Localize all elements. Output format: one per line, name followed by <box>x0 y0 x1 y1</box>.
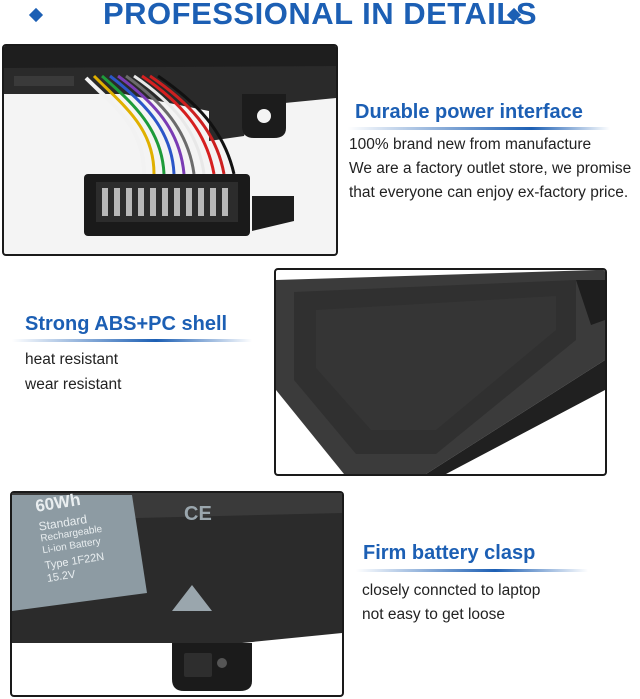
section-text: wear resistant <box>25 376 122 393</box>
ce-mark: CE <box>184 503 212 525</box>
connector-illustration <box>4 46 336 236</box>
section-text: heat resistant <box>25 351 119 368</box>
section-text: We are a factory outlet store, we promis… <box>349 160 632 177</box>
title-underline <box>12 339 252 342</box>
battery-clasp-photo: 60Wh Standard Rechargeable Li-ion Batter… <box>10 491 344 697</box>
shell-photo <box>274 268 607 476</box>
title-underline <box>348 127 610 130</box>
section-text: 100% brand new from manufacture <box>349 136 592 153</box>
shell-illustration <box>276 270 605 474</box>
title-underline <box>356 569 588 572</box>
battery-illustration <box>12 493 342 691</box>
section-text: not easy to get loose <box>362 606 506 623</box>
page-header: PROFESSIONAL IN DETAILS <box>0 0 640 36</box>
section-title: Strong ABS+PC shell <box>25 313 228 335</box>
label-text-block: 60Wh Standard Rechargeable Li-ion Batter… <box>34 493 110 586</box>
page-title: PROFESSIONAL IN DETAILS <box>102 0 538 31</box>
section-title: Durable power interface <box>355 101 583 123</box>
section-text: that everyone can enjoy ex-factory price… <box>349 184 629 201</box>
section-title: Firm battery clasp <box>363 542 536 564</box>
connector-photo <box>2 44 338 256</box>
section-text: closely conncted to laptop <box>362 582 541 599</box>
